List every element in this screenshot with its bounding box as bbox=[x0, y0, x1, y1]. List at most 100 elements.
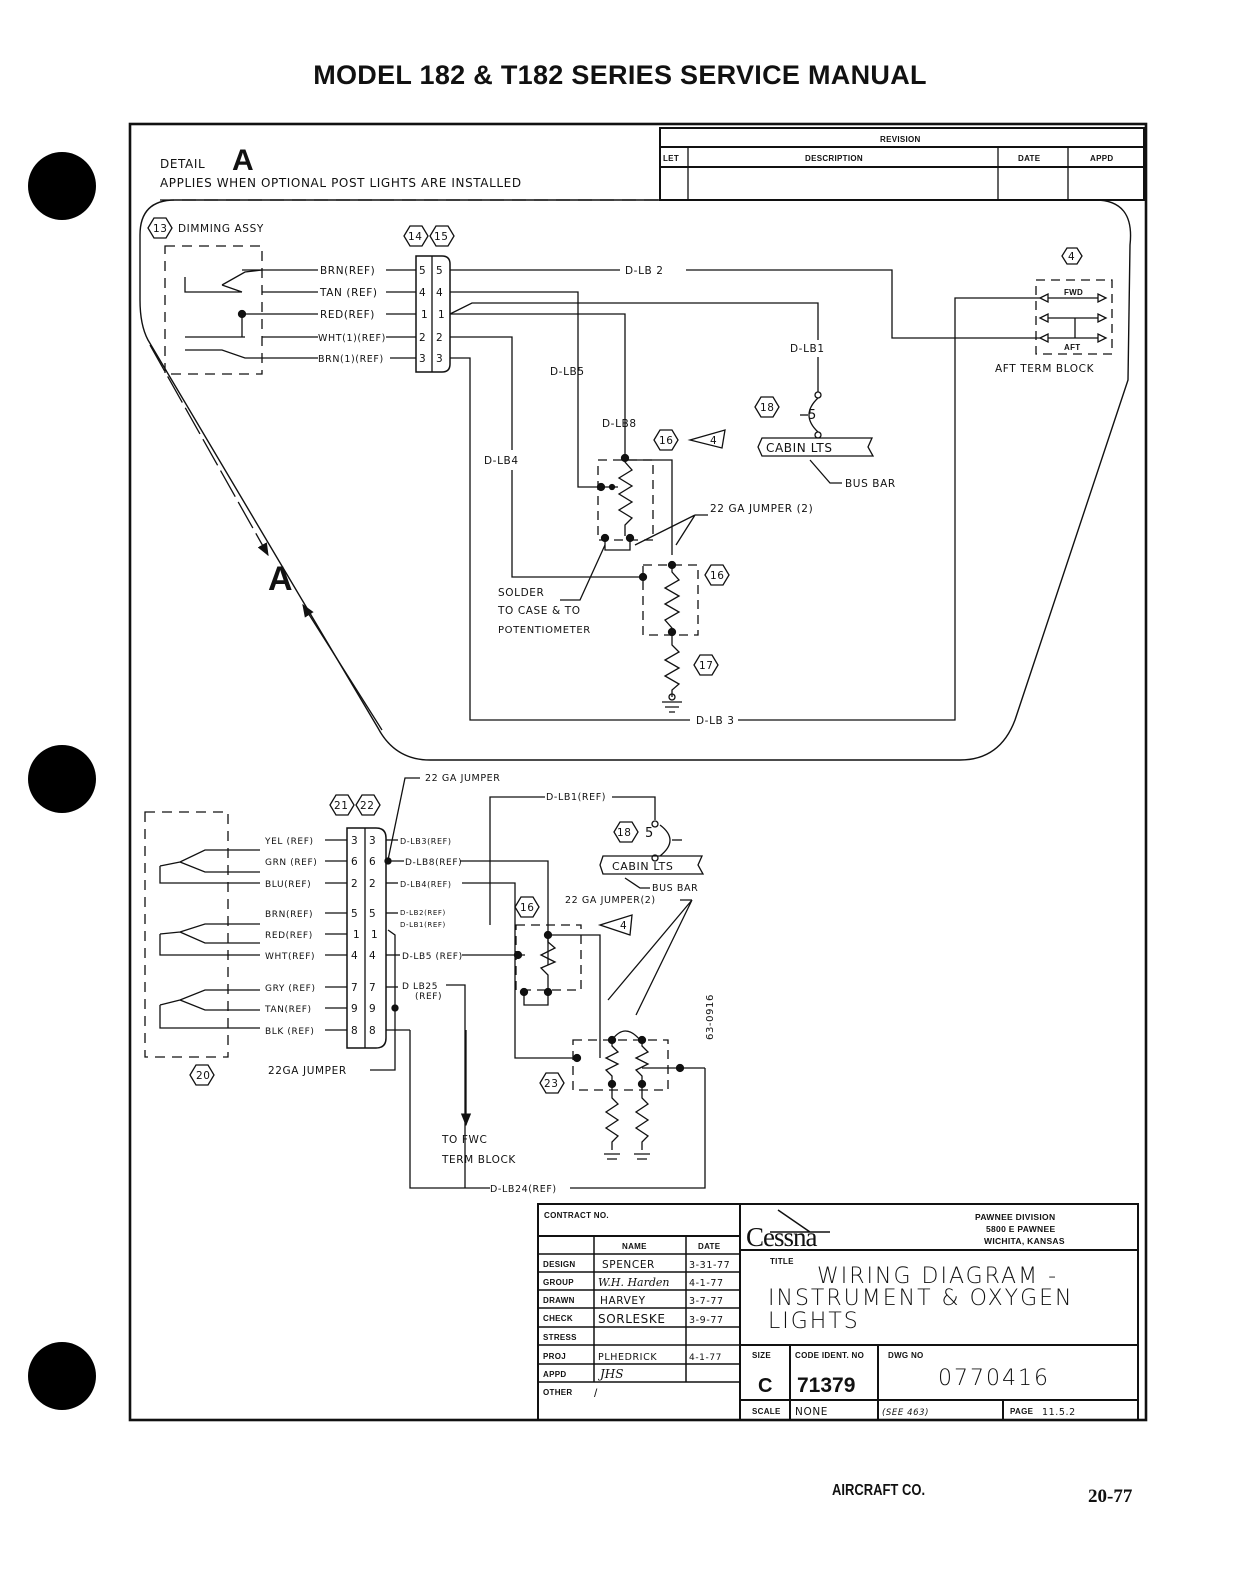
wire-label: BLU(REF) bbox=[265, 880, 311, 890]
pin-number: 9 bbox=[369, 1003, 376, 1015]
pin-number: 4 bbox=[419, 287, 426, 299]
jumper-note: 22 GA JUMPER (2) bbox=[710, 503, 813, 515]
view-letter: A bbox=[268, 560, 293, 598]
wire-id: D-LB5 bbox=[550, 366, 585, 378]
binder-hole bbox=[28, 1342, 96, 1410]
role-label: OTHER bbox=[543, 1388, 573, 1397]
callout-20: 20 bbox=[196, 1070, 211, 1082]
wire-id: D-LB1(REF) bbox=[546, 792, 606, 803]
pin-number: 1 bbox=[438, 309, 445, 321]
drawing-title: LIGHTS bbox=[768, 1309, 860, 1334]
pin-number: 3 bbox=[351, 835, 358, 847]
revision-col-description: DESCRIPTION bbox=[805, 154, 863, 163]
size-label: SIZE bbox=[752, 1351, 771, 1360]
role-label: DRAWN bbox=[543, 1296, 575, 1305]
wire-id: D-LB1(REF) bbox=[400, 921, 446, 929]
cabin-lts-label: CABIN LTS bbox=[612, 860, 673, 873]
binder-hole bbox=[28, 745, 96, 813]
signer-name: SORLESKE bbox=[598, 1312, 666, 1326]
page-number: 20-77 bbox=[1088, 1486, 1133, 1507]
solder-note: TO CASE & TO bbox=[497, 605, 581, 617]
jumper-note: 22 GA JUMPER(2) bbox=[565, 895, 656, 906]
drawing-title: WIRING DIAGRAM - bbox=[817, 1264, 1058, 1289]
jumper-note: 22 GA JUMPER bbox=[425, 773, 500, 784]
wire-label: GRN (REF) bbox=[265, 858, 317, 868]
wire-id: D-LB4 bbox=[484, 455, 519, 467]
pin-number: 1 bbox=[353, 929, 360, 941]
sheet-page-value: 11.5.2 bbox=[1042, 1407, 1076, 1418]
pin-number: 7 bbox=[351, 982, 358, 994]
pin-number: 6 bbox=[351, 856, 358, 868]
wire-label: BRN(1)(REF) bbox=[318, 354, 384, 365]
wire-id: D-LB5 (REF) bbox=[402, 952, 463, 962]
wire-label: BRN(REF) bbox=[320, 265, 375, 277]
binder-hole bbox=[28, 152, 96, 220]
pin-number: 1 bbox=[421, 309, 428, 321]
wire-id: D-LB8(REF) bbox=[405, 858, 462, 868]
wire-id: (REF) bbox=[415, 992, 442, 1002]
wire-id: D-LB1 bbox=[790, 343, 825, 355]
pin-number: 4 bbox=[436, 287, 443, 299]
pin-number: 3 bbox=[436, 353, 443, 365]
pin-number: 1 bbox=[371, 929, 378, 941]
callout-18: 18 bbox=[760, 402, 775, 414]
wire-id: D LB25 bbox=[402, 982, 438, 992]
detail-label: DETAIL bbox=[160, 157, 205, 171]
solder-note: POTENTIOMETER bbox=[498, 625, 591, 636]
size-value: C bbox=[758, 1375, 772, 1397]
signer-name: W.H. Harden bbox=[598, 1276, 670, 1289]
callout-16: 16 bbox=[710, 570, 725, 582]
role-label: GROUP bbox=[543, 1278, 574, 1287]
callout-22: 22 bbox=[360, 800, 375, 812]
manual-header: MODEL 182 & T182 SERIES SERVICE MANUAL bbox=[313, 60, 927, 90]
pin-number: 5 bbox=[351, 908, 358, 920]
callout-13: 13 bbox=[153, 223, 168, 235]
pin-number: 6 bbox=[369, 856, 376, 868]
wire-id: D-LB 3 bbox=[696, 715, 735, 727]
pin-number: 4 bbox=[351, 950, 358, 962]
pin-number: 2 bbox=[351, 878, 358, 890]
wire-label: GRY (REF) bbox=[265, 984, 316, 994]
pin-number: 5 bbox=[436, 265, 443, 277]
pin-number: 2 bbox=[369, 878, 376, 890]
wire-label: TAN (REF) bbox=[319, 287, 378, 299]
callout-14: 14 bbox=[408, 231, 423, 243]
division-line: 5800 E PAWNEE bbox=[986, 1224, 1055, 1234]
callout-17: 17 bbox=[699, 660, 714, 672]
wire-id: D-LB2(REF) bbox=[400, 909, 446, 917]
code-ident-value: 71379 bbox=[797, 1374, 855, 1397]
pin-number: 5 bbox=[419, 265, 426, 277]
pin-number: 8 bbox=[351, 1025, 358, 1037]
wire-label: TAN(REF) bbox=[264, 1005, 312, 1015]
bus-bar-label: BUS BAR bbox=[652, 883, 698, 894]
aft-label: AFT bbox=[1064, 343, 1080, 352]
detail-letter: A bbox=[232, 144, 254, 177]
wire-id: D-LB3(REF) bbox=[400, 837, 452, 846]
wire-id: D-LB4(REF) bbox=[400, 880, 452, 889]
term-block-label: AFT TERM BLOCK bbox=[995, 363, 1095, 375]
pin-number: 8 bbox=[369, 1025, 376, 1037]
sign-date: 3-31-77 bbox=[689, 1260, 730, 1271]
wire-id: D-LB24(REF) bbox=[490, 1184, 557, 1195]
ref-note: (SEE 463) bbox=[882, 1408, 929, 1418]
fwd-term-note: TO FWC bbox=[441, 1134, 487, 1146]
dwg-no-value: 0770416 bbox=[938, 1366, 1050, 1391]
signer-name: HARVEY bbox=[600, 1295, 646, 1307]
date-header: DATE bbox=[698, 1242, 721, 1251]
signer-name: / bbox=[594, 1386, 598, 1400]
pin-number: 2 bbox=[436, 332, 443, 344]
bus-bar-label: BUS BAR bbox=[845, 478, 896, 490]
revision-col-appd: APPD bbox=[1090, 154, 1113, 163]
pin-number: 4 bbox=[369, 950, 376, 962]
revision-col-let: LET bbox=[663, 154, 679, 163]
company-logo: Cessna bbox=[746, 1222, 818, 1252]
pin-number: 2 bbox=[419, 332, 426, 344]
page-label: PAGE bbox=[1010, 1407, 1034, 1416]
wire-label: RED(REF) bbox=[320, 309, 375, 321]
sign-date: 3-9-77 bbox=[689, 1315, 724, 1326]
drawing-code: 63-0916 bbox=[705, 994, 716, 1040]
dwg-no-label: DWG NO bbox=[888, 1351, 924, 1360]
wire-label: WHT(1)(REF) bbox=[318, 333, 386, 344]
scale-value: NONE bbox=[795, 1406, 828, 1418]
